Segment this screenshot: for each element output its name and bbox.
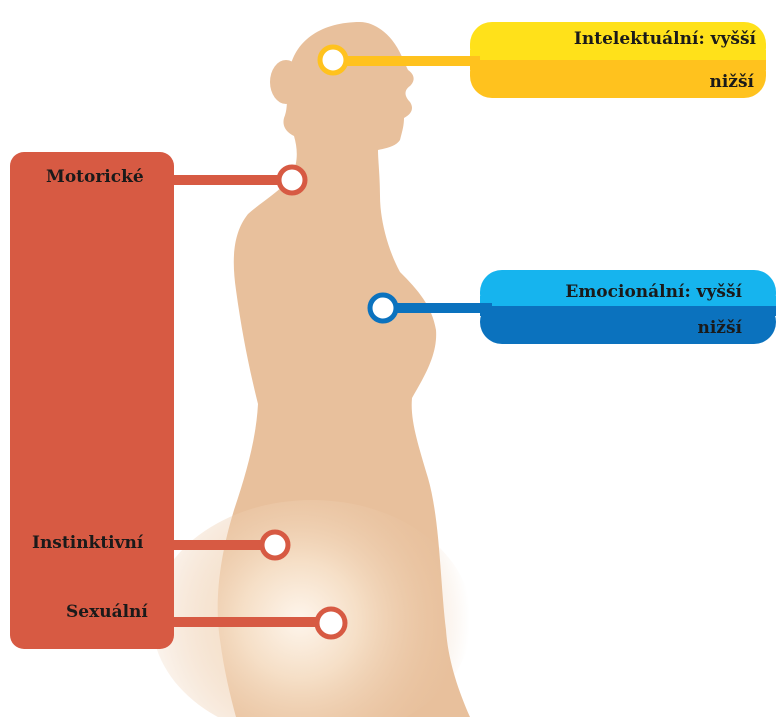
- hair-bun: [270, 60, 302, 104]
- intellectual-higher-label: Intelektuální: vyšší: [574, 31, 756, 48]
- sex-connector: [170, 617, 318, 627]
- emotional-higher-label: Emocionální: vyšší: [565, 284, 742, 301]
- intellectual-lower-label: nižší: [709, 74, 754, 91]
- human-silhouette: [152, 22, 472, 717]
- motor-connector: [170, 175, 282, 185]
- instinct-connector: [170, 540, 262, 550]
- emotional-pill-split-low: [480, 306, 776, 316]
- motor-center-label: Motorické: [46, 169, 144, 186]
- lower-centers-panel: [10, 152, 174, 649]
- emotional-lower-label: nižší: [697, 320, 742, 337]
- sexual-center-label: Sexuální: [66, 604, 148, 621]
- emotional-node: [370, 295, 396, 321]
- intellectual-connector: [340, 56, 480, 66]
- instinct-node: [262, 532, 288, 558]
- intellectual-node: [320, 47, 346, 73]
- emotional-connector: [392, 303, 492, 313]
- sex-node: [317, 609, 345, 637]
- motor-node: [279, 167, 305, 193]
- instinctive-center-label: Instinktivní: [32, 535, 143, 552]
- intellectual-pill-split-low: [470, 60, 766, 70]
